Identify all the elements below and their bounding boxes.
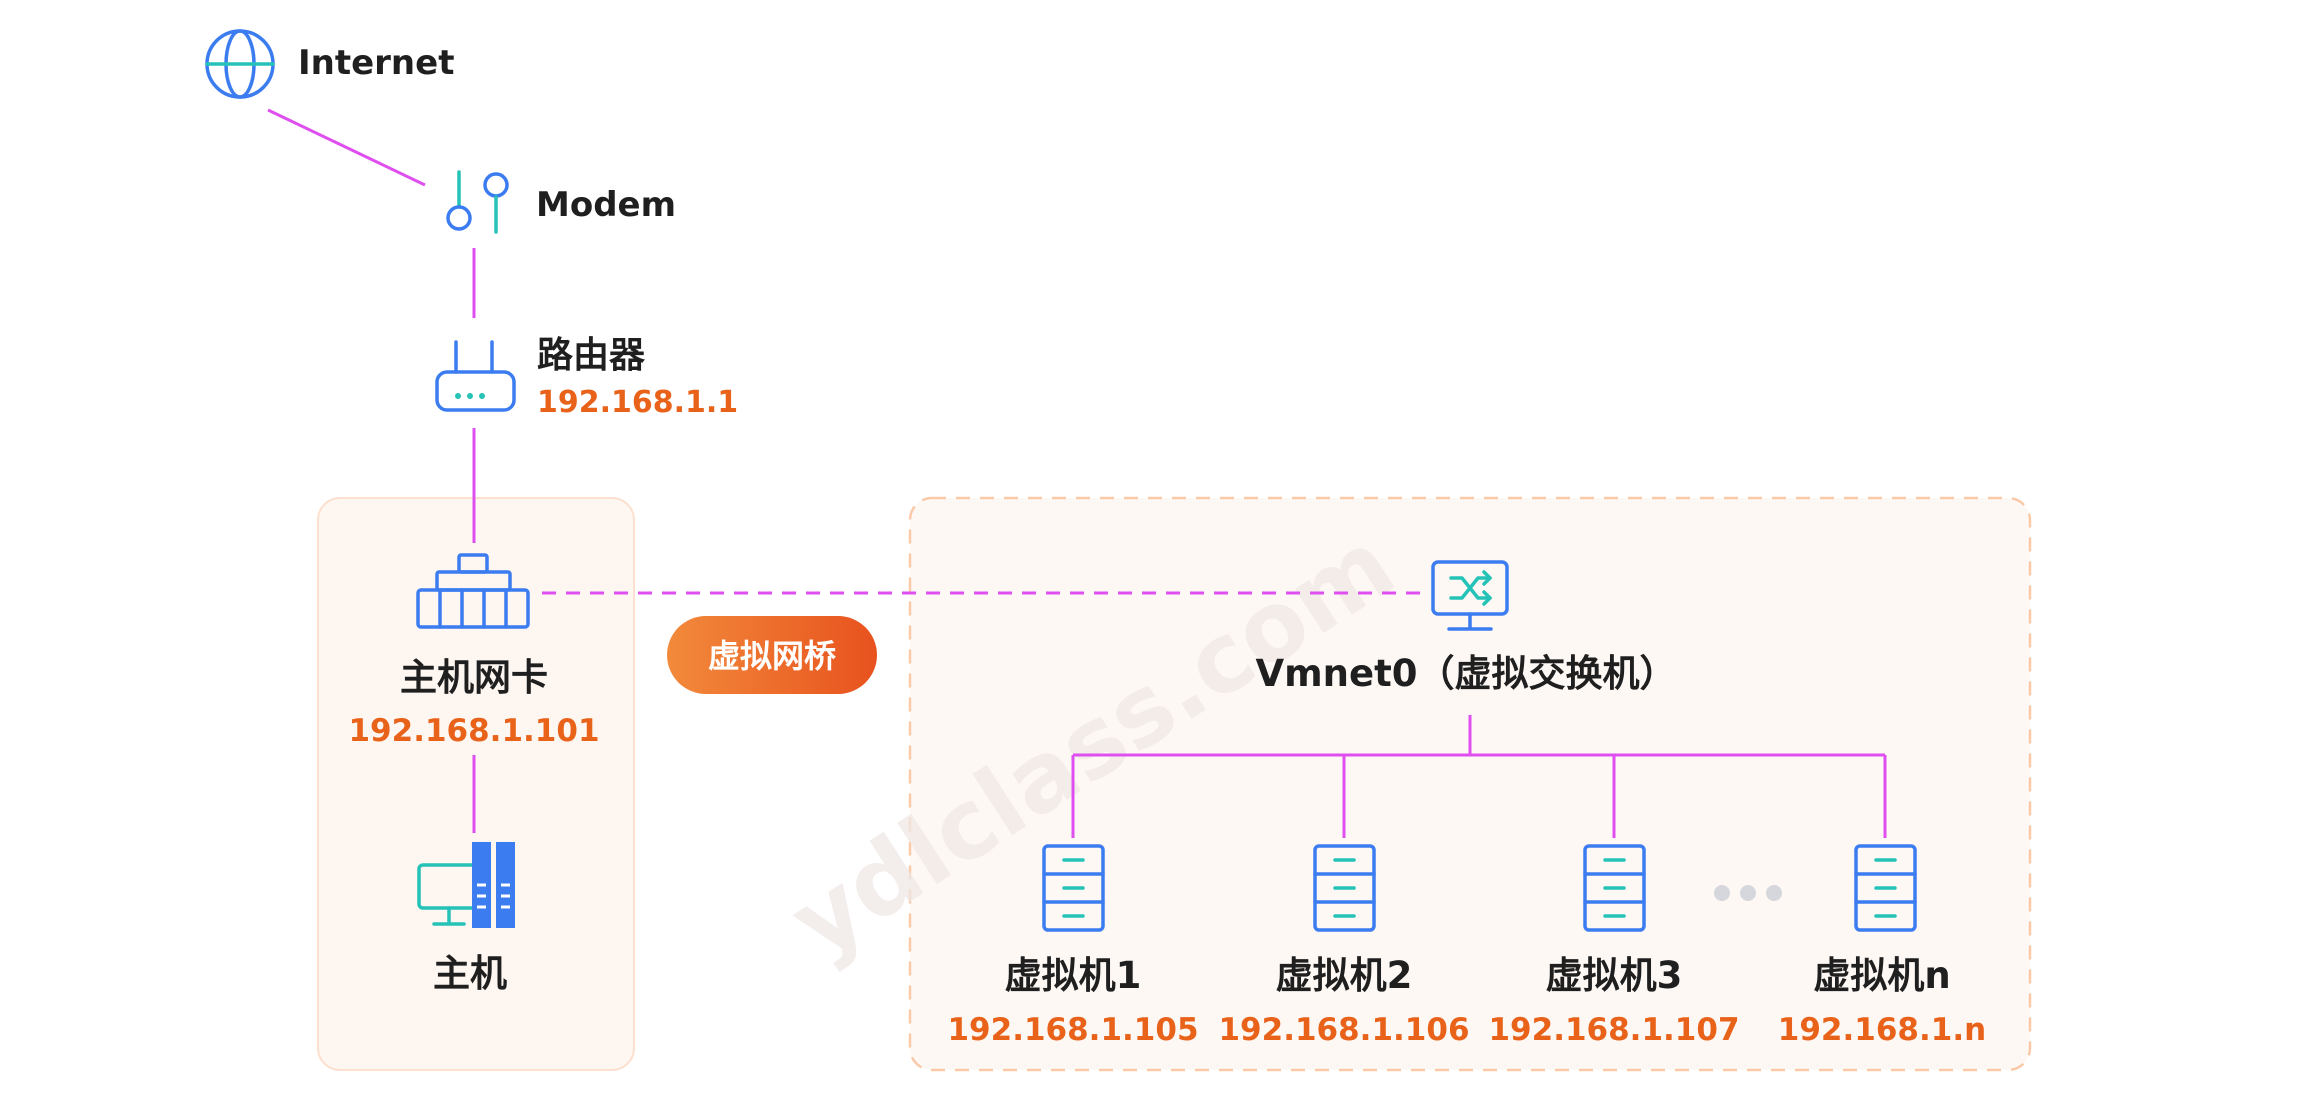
globe-icon xyxy=(205,29,275,99)
vm-ip: 192.168.1.n xyxy=(1778,1012,1986,1048)
router-icon xyxy=(435,340,516,412)
network-card-icon xyxy=(416,553,530,629)
server-icon xyxy=(1042,844,1105,932)
vm-item: 虚拟机2 192.168.1.106 xyxy=(1218,844,1470,1048)
ellipsis-icon xyxy=(1714,885,1782,901)
vmnet0-node: Vmnet0（虚拟交换机） xyxy=(1255,560,1677,695)
vm-label: 虚拟机3 xyxy=(1546,954,1683,997)
vm-ip: 192.168.1.107 xyxy=(1488,1012,1739,1048)
vm-label: 虚拟机2 xyxy=(1276,954,1413,997)
vm-item: 虚拟机3 192.168.1.107 xyxy=(1488,844,1740,1048)
vmnet0-label: Vmnet0（虚拟交换机） xyxy=(1255,652,1676,695)
vm-label: 虚拟机n xyxy=(1813,954,1950,997)
virtual-bridge-label: 虚拟网桥 xyxy=(708,637,836,675)
server-icon xyxy=(1583,844,1646,932)
modem-icon xyxy=(446,170,509,234)
server-icon xyxy=(1313,844,1376,932)
host-nic-node: 主机网卡 192.168.1.101 xyxy=(348,553,600,749)
vm-item: 虚拟机1 192.168.1.105 xyxy=(947,844,1199,1048)
modem-node: Modem xyxy=(446,170,676,234)
router-label: 路由器 xyxy=(537,335,646,376)
desktop-computer-icon xyxy=(417,842,515,928)
modem-label: Modem xyxy=(536,185,676,225)
virtual-network-group-panel xyxy=(908,496,2032,1072)
internet-to-modem-link xyxy=(267,108,426,187)
vm-list: 虚拟机1 192.168.1.105 虚拟机2 192.168.1.106 xyxy=(947,844,1986,1048)
router-ip: 192.168.1.1 xyxy=(537,385,738,420)
internet-label: Internet xyxy=(298,43,454,83)
vm-ip: 192.168.1.105 xyxy=(947,1012,1198,1048)
vm-label: 虚拟机1 xyxy=(1005,954,1142,997)
internet-node: Internet xyxy=(205,29,454,99)
vm-ip: 192.168.1.106 xyxy=(1218,1012,1469,1048)
host-node: 主机 xyxy=(417,842,515,995)
virtual-bridge-badge: 虚拟网桥 xyxy=(667,616,877,694)
host-label: 主机 xyxy=(433,952,507,995)
host-group-panel xyxy=(317,497,635,1071)
server-icon xyxy=(1854,844,1917,932)
vm-item: 虚拟机n 192.168.1.n xyxy=(1778,844,1986,1048)
host-nic-label: 主机网卡 xyxy=(400,656,548,699)
router-node: 路由器 192.168.1.1 xyxy=(435,335,738,420)
virtual-switch-icon xyxy=(1431,560,1509,631)
host-nic-ip: 192.168.1.101 xyxy=(348,713,599,749)
